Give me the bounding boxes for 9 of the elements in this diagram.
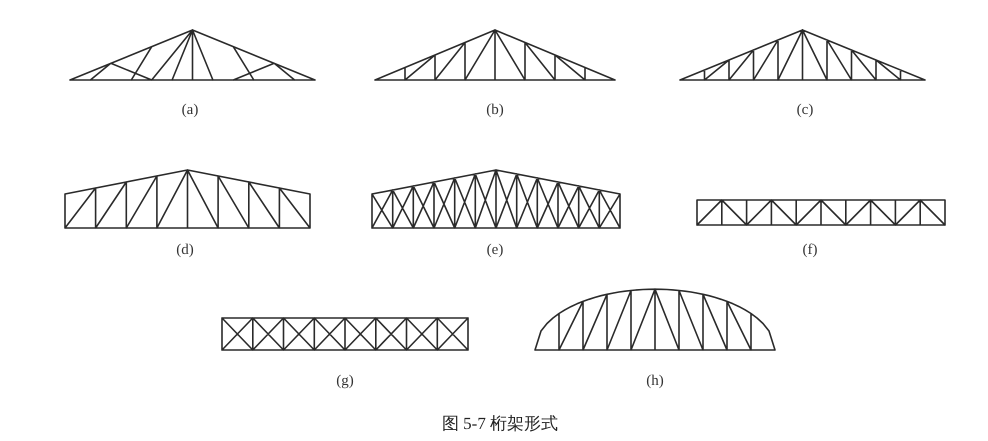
figure-label: (a)	[182, 102, 198, 119]
figure-label: (b)	[486, 102, 504, 119]
figure-label: (d)	[176, 242, 194, 259]
caption: 图 5-7 桁架形式	[442, 413, 558, 435]
figure-label: (e)	[486, 242, 504, 259]
figure-label: (h)	[646, 373, 664, 390]
figure-label: (f)	[802, 242, 818, 259]
figure-label: (g)	[336, 373, 354, 390]
figure-label: (c)	[796, 102, 814, 119]
